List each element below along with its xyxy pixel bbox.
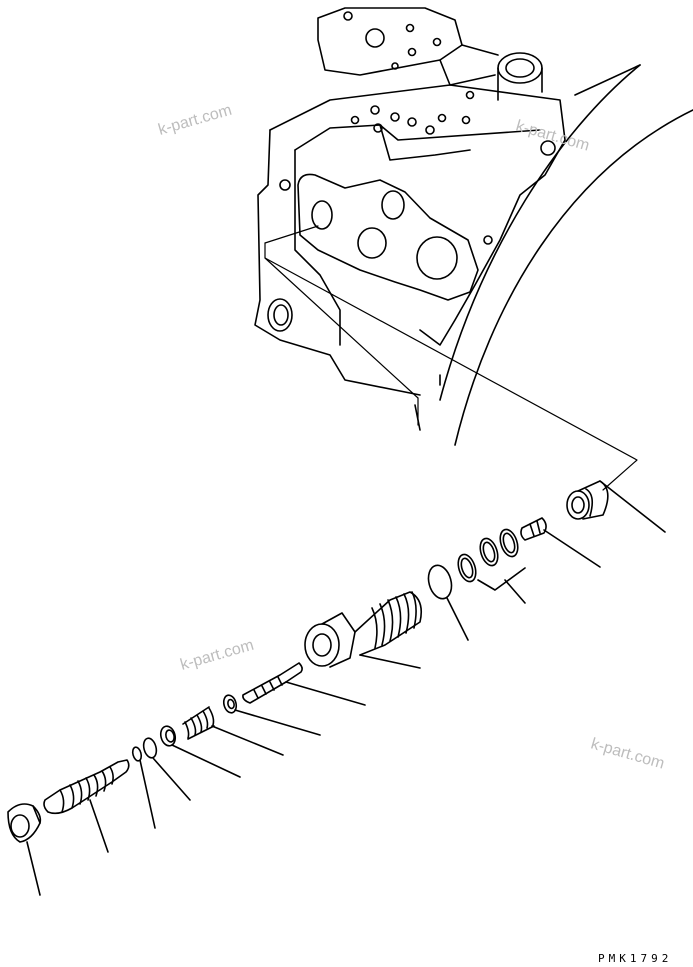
spool: [242, 662, 366, 706]
pin: [520, 517, 601, 568]
adapter-sleeve: [566, 480, 666, 533]
small-washer: [222, 694, 321, 736]
watermark-4: k-part.com: [589, 736, 666, 773]
top-block: [317, 7, 463, 76]
lock-nut: [7, 803, 42, 896]
o-ring: [142, 737, 191, 801]
small-o-ring: [131, 746, 156, 829]
housing-assembly: [254, 7, 693, 446]
callout-lines: [264, 225, 638, 491]
watermark-group: k-part.com k-part.com k-part.com k-part.…: [156, 102, 666, 773]
watermark-3: k-part.com: [178, 637, 255, 674]
case-outer-arc: [439, 64, 641, 401]
seat-ring: [159, 725, 241, 778]
boss: [497, 52, 543, 84]
adjusting-screw: [43, 759, 130, 853]
large-o-ring: [427, 564, 469, 641]
case-inner-arc: [454, 109, 693, 446]
watermark-2: k-part.com: [514, 118, 591, 155]
spring: [182, 706, 284, 756]
seal-rings: [457, 528, 526, 604]
valve-plug: [304, 591, 423, 669]
watermark-1: k-part.com: [156, 102, 233, 139]
valve-body: [269, 84, 566, 346]
drawing-code: PMK1792: [598, 952, 672, 965]
flange-plate: [297, 173, 479, 301]
